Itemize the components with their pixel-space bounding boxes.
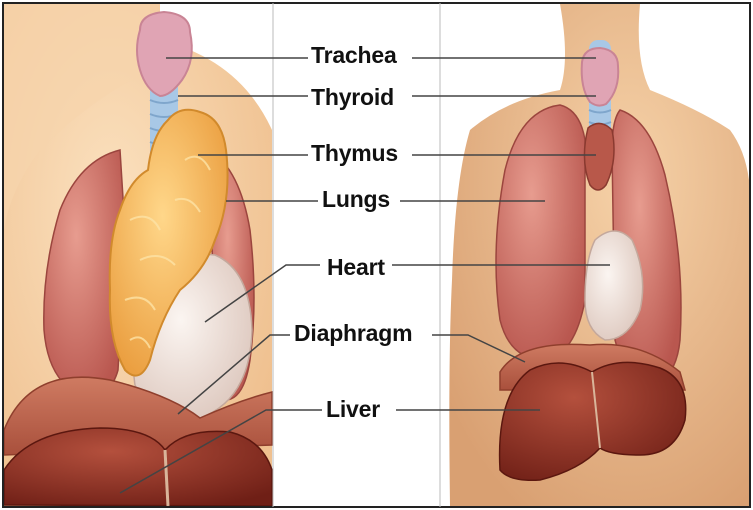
right-panel [440, 4, 749, 506]
label-thymus: Thymus [311, 142, 398, 165]
label-diaphragm: Diaphragm [294, 322, 412, 345]
label-lungs: Lungs [322, 188, 390, 211]
label-liver: Liver [326, 398, 380, 421]
left-liver [4, 428, 272, 506]
left-panel [4, 4, 272, 506]
label-thyroid: Thyroid [311, 86, 394, 109]
label-trachea: Trachea [311, 44, 397, 67]
label-heart: Heart [327, 256, 385, 279]
right-thyroid [582, 48, 619, 106]
